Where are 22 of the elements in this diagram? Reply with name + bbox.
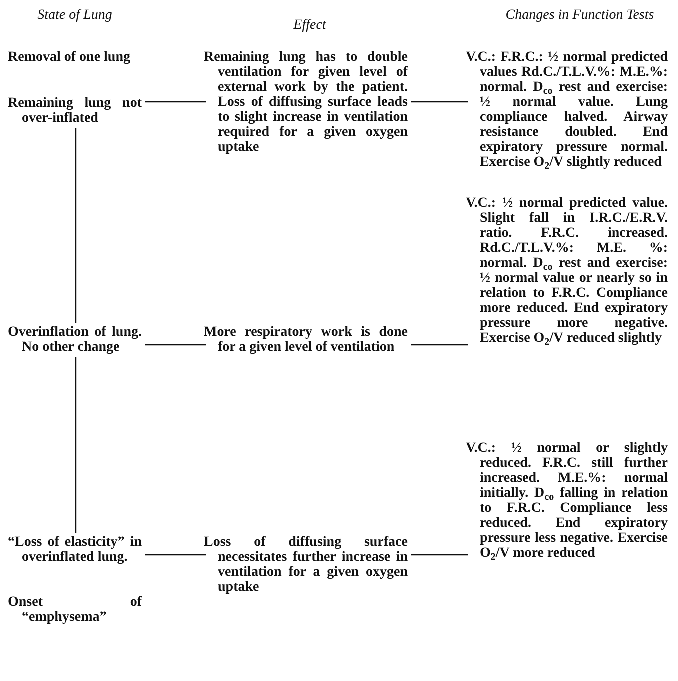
connector-line: [411, 554, 468, 556]
connector-line: [411, 101, 468, 103]
function-test-text: V.C.: F.R.C.: ½ normal predicted values Rd.C./T.L.V.%: M.E.%: normal. D$_{co}$ rest and exercise: ½ normal value. Lung compliance halved. Airway resistance doubled. End expiratory pressure normal. Exercise O$_{2}$/V slightly reduced: [466, 50, 668, 170]
column-heading: Effect: [292, 18, 328, 33]
function-test-text: V.C.: ½ normal or slightly reduced. F.R.C. still further increased. M.E.%: normal initially. D$_{co}$ falling in relation to F.R.C. Compliance less reduced. End expiratory pressure less negative. Exercise O$_{2}$/V more reduced: [466, 441, 668, 561]
state-text: Onset of “emphysema”: [8, 595, 142, 625]
column-heading: State of Lung: [36, 8, 114, 23]
connector-line: [145, 101, 206, 103]
column-heading: Changes in Function Tests: [504, 8, 656, 23]
effect-text: More respiratory work is done for a given level of ventilation: [204, 325, 408, 355]
effect-text: Remaining lung has to double ventilation for given level of external work by the patient. Loss of diffusing surface leads to slight increase in ventilation required for a given oxygen uptake: [204, 50, 408, 155]
state-text: Overinflation of lung. No other change: [8, 325, 142, 355]
connector-line: [75, 357, 77, 533]
connector-line: [145, 554, 206, 556]
connector-line: [75, 128, 77, 323]
effect-text: Loss of diffusing surface necessitates further increase in ventilation for a given oxygen uptake: [204, 535, 408, 595]
connector-line: [145, 344, 206, 346]
connector-line: [411, 344, 468, 346]
state-text: Remaining lung not over-inflated: [8, 96, 142, 126]
state-text: “Loss of elasticity” in overinflated lung.: [8, 535, 142, 565]
state-text: Removal of one lung: [8, 50, 132, 65]
function-test-text: V.C.: ½ normal predicted value. Slight fall in I.R.C./E.R.V. ratio. F.R.C. increased. Rd.C./T.L.V.%: M.E. %: normal. D$_{co}$ rest and exercise: ½ normal value or nearly so in relation to F.R.C. Compliance more reduced. End expiratory pressure more negative. Exercise O$_{2}$/V reduced slightly: [466, 196, 668, 346]
